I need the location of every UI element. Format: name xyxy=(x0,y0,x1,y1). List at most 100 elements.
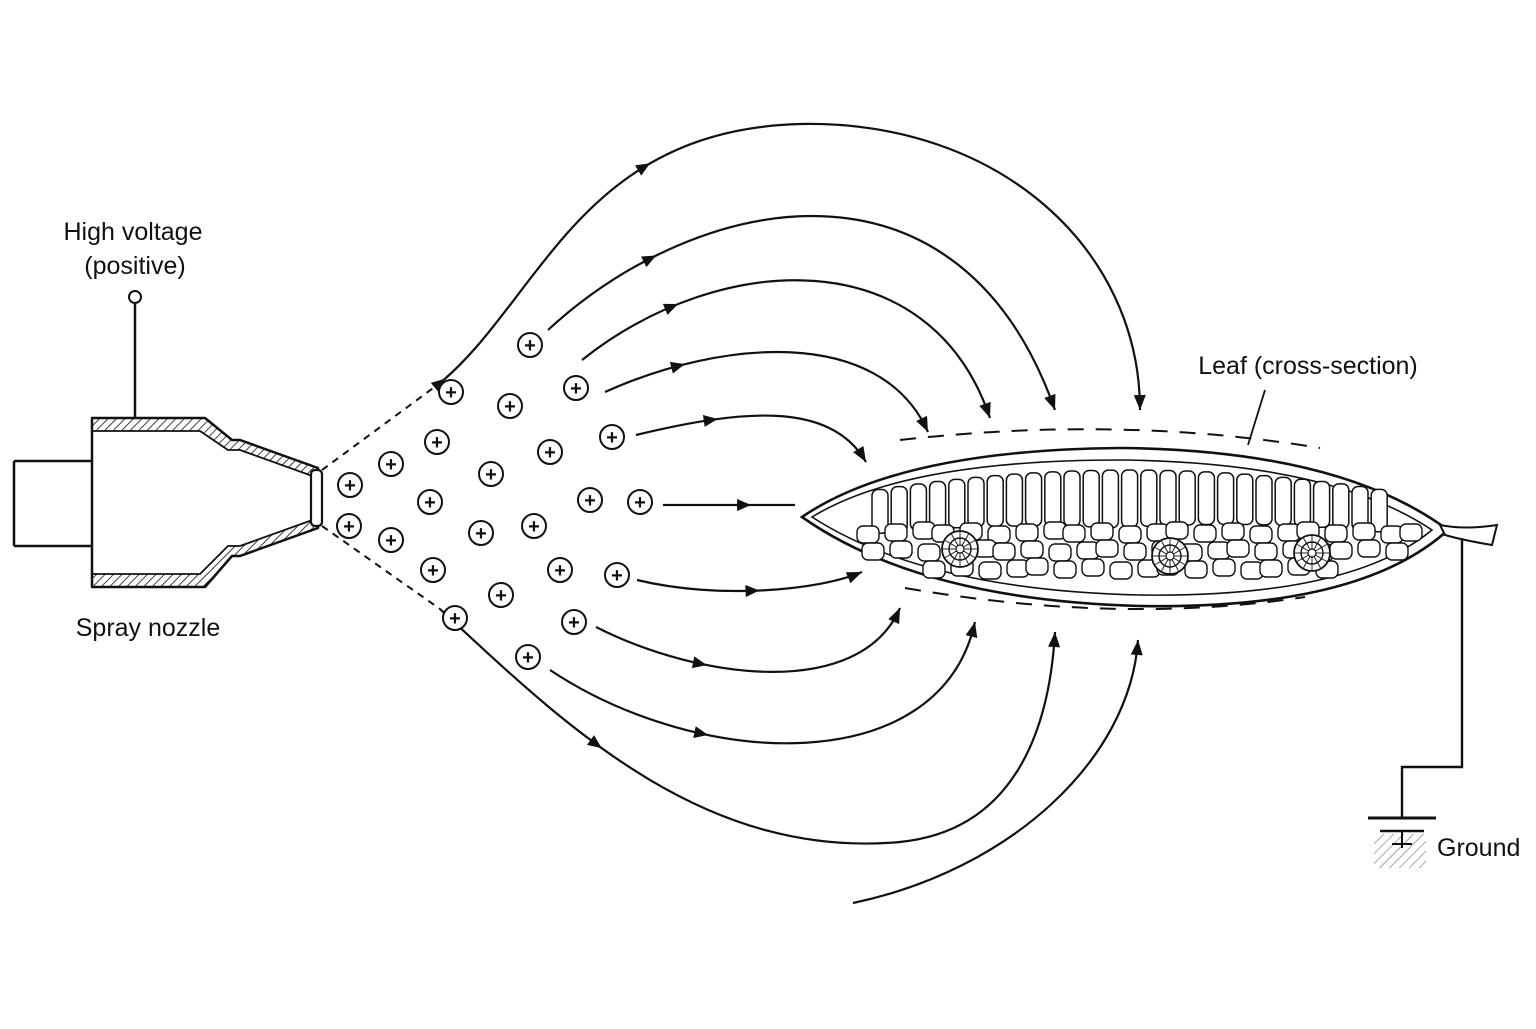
field-line-10 xyxy=(439,608,1061,845)
charged-droplet: + xyxy=(378,451,404,477)
field-line-end-arrow-11 xyxy=(1130,640,1143,656)
droplet-circle xyxy=(417,489,443,515)
field-line-5 xyxy=(635,414,867,463)
palisade-cell xyxy=(1197,471,1216,526)
palisade-cell xyxy=(1024,472,1043,527)
droplet-charge-sign: + xyxy=(528,516,540,538)
spongy-cell xyxy=(884,523,908,542)
palisade-cell xyxy=(1274,476,1292,527)
charged-droplet: + xyxy=(424,429,450,455)
droplet-charge-sign: + xyxy=(424,492,436,514)
charged-droplet: + xyxy=(442,605,468,631)
field-line-9 xyxy=(549,621,978,745)
spongy-cell xyxy=(1020,540,1044,559)
droplet-charge-sign: + xyxy=(554,560,566,582)
charged-droplet: + xyxy=(337,472,363,498)
field-line-end-arrow-10 xyxy=(1048,632,1061,648)
spongy-cell xyxy=(1062,524,1086,543)
spongy-cell xyxy=(1015,523,1039,542)
droplet-charge-sign: + xyxy=(449,608,461,630)
field-line-path xyxy=(439,608,1057,845)
droplet-charge-sign: + xyxy=(568,612,580,634)
charged-droplet: + xyxy=(468,520,494,546)
palisade-cell xyxy=(1370,488,1388,533)
droplet-circle xyxy=(442,605,468,631)
charged-droplet: + xyxy=(478,461,504,487)
vascular-bundle xyxy=(1151,537,1189,575)
palisade-cell xyxy=(1140,469,1158,528)
spongy-cell xyxy=(992,542,1016,561)
field-line-path xyxy=(547,215,1057,411)
charged-droplet: + xyxy=(537,439,563,465)
field-line-end-arrow-7 xyxy=(845,572,862,584)
vascular-bundle xyxy=(941,530,979,568)
palisade-cell xyxy=(928,480,947,530)
charged-droplet: + xyxy=(488,582,514,608)
spongy-cell xyxy=(861,542,885,561)
field-line-6 xyxy=(663,499,795,511)
droplet-circle xyxy=(468,520,494,546)
high-voltage-label: High voltage xyxy=(64,218,203,246)
field-line-end-arrow-8 xyxy=(888,608,900,625)
field-line-end-arrow-5 xyxy=(853,446,866,462)
spongy-cell xyxy=(1212,558,1236,577)
droplet-circle xyxy=(521,513,547,539)
palisade-cell xyxy=(967,476,985,528)
ground-symbol xyxy=(1368,816,1436,868)
droplet-circle xyxy=(547,557,573,583)
droplet-circle xyxy=(604,562,630,588)
field-line-arrow-7 xyxy=(745,585,760,598)
droplet-circle xyxy=(497,393,523,419)
droplet-charge-sign: + xyxy=(385,530,397,552)
high-voltage-terminal xyxy=(128,290,142,418)
field-line-arrow-1 xyxy=(635,163,651,176)
field-line-end-arrow-2 xyxy=(1044,393,1056,410)
droplet-circle xyxy=(424,429,450,455)
droplet-circle xyxy=(561,609,587,635)
leaf-label-leader xyxy=(1247,389,1266,446)
field-line-path xyxy=(635,414,867,463)
charged-droplet: + xyxy=(438,379,464,405)
field-line-arrow-4 xyxy=(669,361,685,374)
leaf-mesophyll xyxy=(856,469,1423,580)
field-line-path xyxy=(636,570,863,593)
palisade-cell xyxy=(1159,469,1177,527)
field-line-arrow-6 xyxy=(737,499,752,511)
spongy-cell xyxy=(1324,524,1348,543)
droplet-circle xyxy=(337,472,363,498)
droplet-circle xyxy=(478,461,504,487)
leaf-cross-section xyxy=(799,428,1499,611)
charged-droplet: + xyxy=(378,527,404,553)
droplet-charge-sign: + xyxy=(570,378,582,400)
spongy-cell xyxy=(1226,539,1250,558)
field-line-end-arrow-3 xyxy=(979,401,991,418)
droplet-charge-sign: + xyxy=(504,396,516,418)
charged-droplet: + xyxy=(517,332,543,358)
field-line-1 xyxy=(430,122,1146,411)
palisade-cell xyxy=(1101,469,1120,529)
palisade-cell xyxy=(1082,469,1100,528)
field-line-arrow-8 xyxy=(691,656,707,669)
field-line-end-arrow-9 xyxy=(965,622,978,638)
spongy-cell xyxy=(1095,539,1119,558)
field-line-path xyxy=(595,607,902,673)
spongy-cell xyxy=(1165,521,1189,540)
droplet-charge-sign: + xyxy=(611,565,623,587)
ground-connection xyxy=(1400,538,1464,818)
spongy-cell xyxy=(1184,560,1208,579)
droplet-circle xyxy=(378,527,404,553)
charged-droplet: + xyxy=(417,489,443,515)
spongy-cell xyxy=(978,561,1002,580)
charged-droplet: + xyxy=(599,424,625,450)
field-line-7 xyxy=(636,570,863,598)
ground-label: Ground xyxy=(1437,834,1520,862)
spongy-cell xyxy=(1193,524,1217,543)
spongy-cell xyxy=(1329,541,1353,560)
leaf-charge-envelope-top xyxy=(899,428,1321,449)
field-line-8 xyxy=(595,607,902,673)
field-line-end-arrow-1 xyxy=(1133,394,1146,410)
spongy-cell xyxy=(1123,542,1147,561)
droplet-charge-sign: + xyxy=(485,464,497,486)
droplet-circle xyxy=(577,487,603,513)
